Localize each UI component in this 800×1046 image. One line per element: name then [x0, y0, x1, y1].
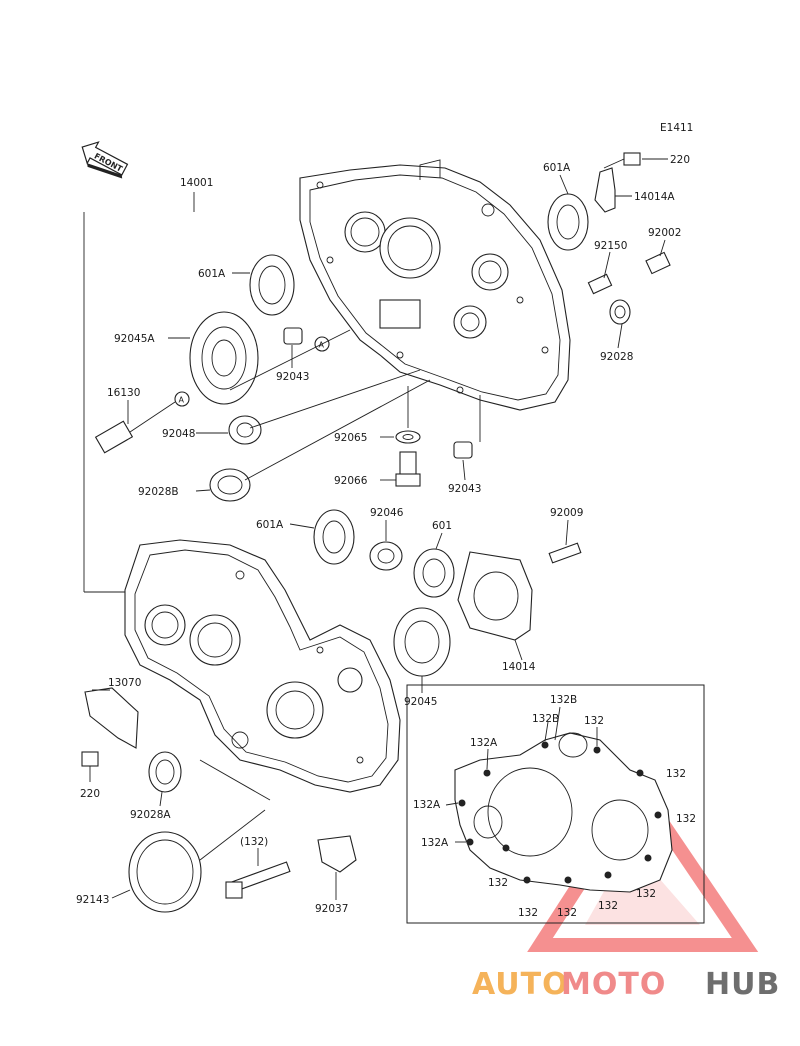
label-92009: 92009: [550, 507, 583, 519]
inset-label-132-1: 132: [584, 715, 604, 727]
front-arrow-icon: FRONT: [81, 141, 129, 179]
label-92028a: 92028A: [130, 809, 171, 821]
inset-label-132a-1: 132A: [470, 737, 498, 749]
svg-text:A: A: [179, 396, 185, 405]
label-601a-mid: 601A: [256, 519, 284, 531]
label-14014a: 14014A: [634, 191, 675, 203]
label-92028b: 92028B: [138, 486, 179, 498]
upper-crankcase-half: [299, 159, 571, 411]
seal-92028b: [209, 468, 251, 502]
bearing-601a-top: [547, 193, 589, 251]
inset-label-132-7: 132: [598, 900, 618, 912]
inset-label-132b-inner: 132B: [532, 713, 559, 725]
label-92046: 92046: [370, 507, 404, 519]
fitting-92150: [587, 273, 613, 295]
gasket-inset: [406, 684, 705, 924]
bearing-92045: [393, 607, 451, 677]
lower-crankcase-half: [124, 539, 401, 793]
bearing-601a-mid: [313, 509, 355, 565]
washer-92065: [395, 430, 421, 444]
bearing-601: [413, 548, 455, 598]
label-14014: 14014: [502, 661, 536, 673]
label-92045: 92045: [404, 696, 437, 708]
watermark-hub: HUB: [705, 967, 780, 1002]
label-13070: 13070: [108, 677, 141, 689]
svg-text:A: A: [319, 341, 325, 350]
bushing-92028: [609, 299, 631, 325]
label-92002: 92002: [648, 227, 681, 239]
label-92048: 92048: [162, 428, 195, 440]
watermark-logo: AUTO MOTO HUB: [472, 967, 780, 1002]
label-601: 601: [432, 520, 452, 532]
plug-92066: [395, 451, 421, 487]
plate-14014: [457, 551, 533, 641]
fitting-92002: [645, 251, 671, 275]
bearing-92045a: [189, 311, 259, 405]
watermark-moto: MOTO: [561, 967, 666, 1002]
inset-label-132-6: 132: [557, 907, 577, 919]
bolt-220-top: [603, 152, 641, 169]
part-labels: 14001 220 14014A 601A 92002 92150 601A 9…: [76, 154, 690, 915]
label-92043-b: 92043: [448, 483, 481, 495]
label-92066: 92066: [334, 475, 368, 487]
clamp-92037: [317, 835, 357, 873]
dowel-92043-b: [453, 441, 473, 459]
label-92150: 92150: [594, 240, 627, 252]
fitting-16130: [94, 420, 134, 454]
bolt-132-paren: [225, 861, 291, 899]
inset-label-132-5: 132: [518, 907, 538, 919]
inset-label-132a-3: 132A: [421, 837, 449, 849]
label-16130: 16130: [107, 387, 140, 399]
inset-label-132b-top: 132B: [550, 694, 577, 706]
bolt-220-bottom: [81, 751, 99, 767]
label-92043-a: 92043: [276, 371, 309, 383]
bracket-13070: [84, 687, 139, 749]
inset-label-132a-2: 132A: [413, 799, 441, 811]
label-220-top: 220: [670, 154, 690, 166]
label-92028: 92028: [600, 351, 633, 363]
watermark-auto: AUTO: [472, 967, 569, 1002]
bolt-92009: [548, 542, 582, 564]
label-92143: 92143: [76, 894, 109, 906]
label-601a-left: 601A: [198, 268, 226, 280]
label-92045a: 92045A: [114, 333, 155, 345]
dowel-92043-a: [283, 327, 303, 345]
inset-label-132-4: 132: [488, 877, 508, 889]
inset-label-132-3: 132: [676, 813, 696, 825]
label-92037: 92037: [315, 903, 348, 915]
seal-92028a: [148, 751, 182, 793]
bushing-92046: [369, 541, 403, 571]
leader-lines: [83, 158, 668, 900]
bushing-92048: [228, 415, 262, 445]
label-92065: 92065: [334, 432, 367, 444]
oil-seal-92143: [128, 831, 202, 913]
inset-label-132-8: 132: [636, 888, 656, 900]
label-132-paren: (132): [240, 836, 268, 848]
marker-a-2: A: [174, 391, 190, 407]
diagram-code: E1411: [660, 122, 693, 134]
label-220-bottom: 220: [80, 788, 100, 800]
inset-labels: 132B 132B 132 132A 132 132A 132 132A 132…: [413, 694, 696, 919]
label-601a-top: 601A: [543, 162, 571, 174]
bearing-601a-left: [249, 254, 295, 316]
bracket-14014a: [594, 167, 616, 213]
label-14001: 14001: [180, 177, 213, 189]
inset-label-132-2: 132: [666, 768, 686, 780]
